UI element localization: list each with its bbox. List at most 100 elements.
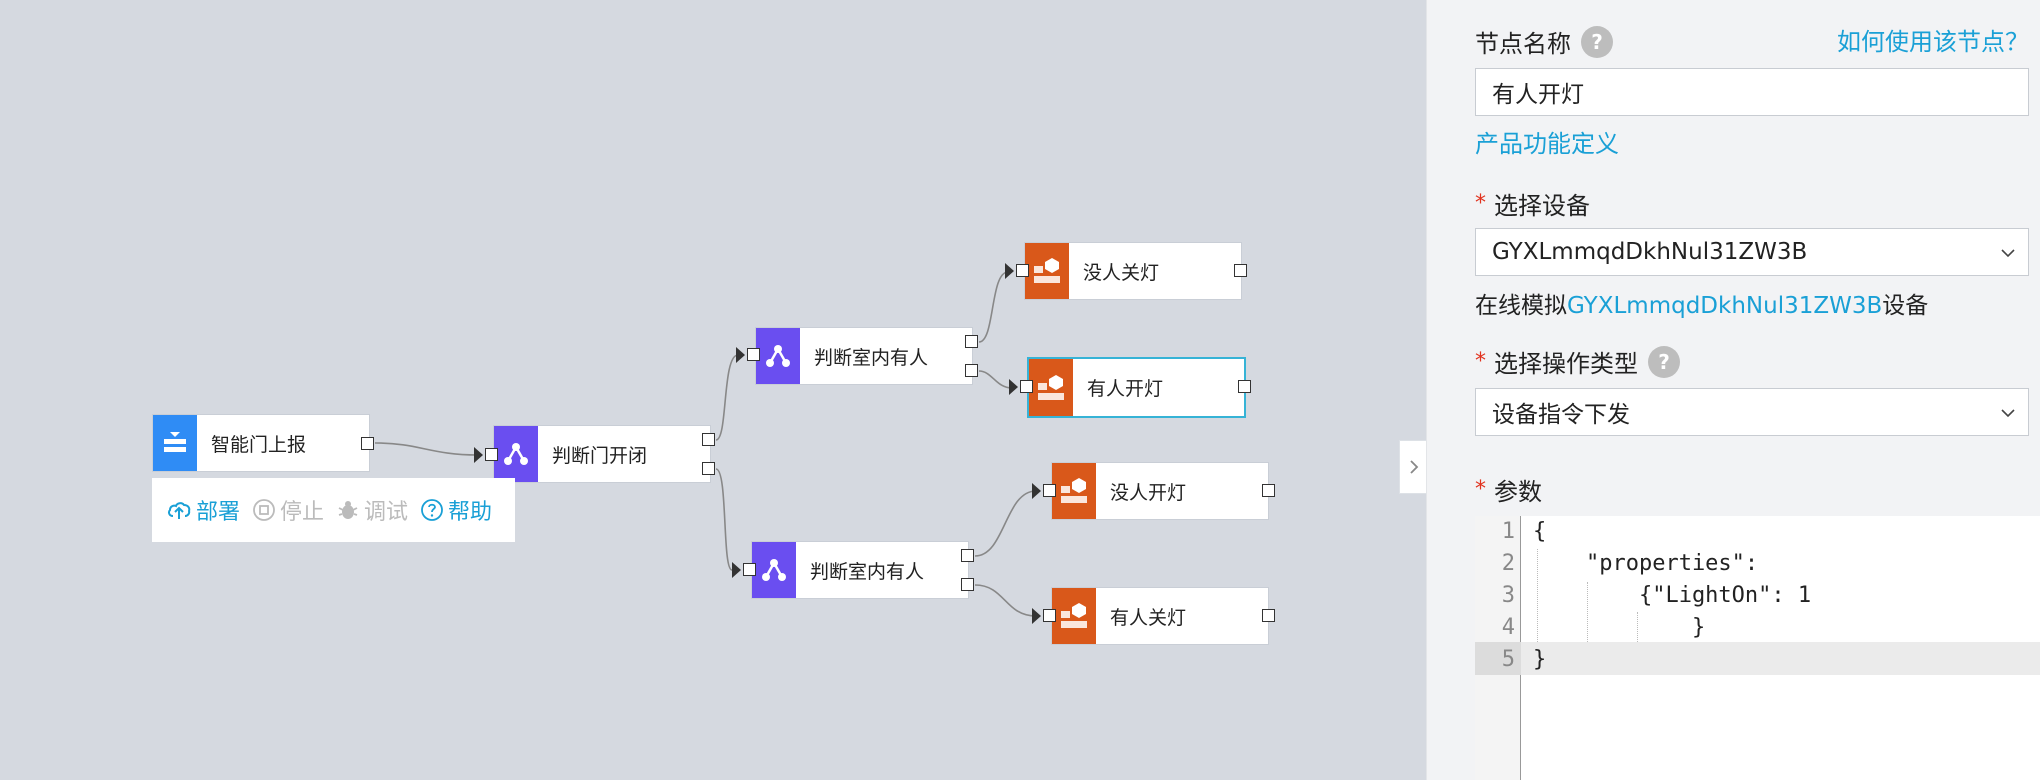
node-label: 有人关灯	[1110, 606, 1187, 629]
input-port[interactable]	[747, 348, 760, 361]
input-arrow	[1032, 608, 1041, 624]
output-port[interactable]	[1262, 609, 1275, 622]
input-arrow	[732, 562, 741, 578]
branch-icon	[752, 542, 796, 598]
code-line: }	[1533, 615, 1706, 640]
output-port[interactable]	[361, 437, 374, 450]
line-number: 1	[1501, 519, 1515, 544]
input-arrow	[736, 347, 745, 363]
output-port-false[interactable]	[961, 578, 974, 591]
input-port[interactable]	[485, 448, 498, 461]
code-line: }	[1533, 647, 1547, 672]
line-number: 4	[1501, 615, 1515, 640]
node-label: 有人开灯	[1087, 378, 1164, 400]
node-someone-light-on[interactable]: 有人开灯	[1027, 357, 1246, 418]
input-arrow	[1005, 263, 1014, 279]
output-port-true[interactable]	[965, 335, 978, 348]
node-label: 判断室内有人	[810, 560, 925, 583]
panel-collapse-button[interactable]	[1399, 440, 1427, 494]
device-icon	[1029, 359, 1073, 416]
node-judge-occupied-2[interactable]: 判断室内有人	[751, 541, 969, 599]
device-icon	[1052, 588, 1096, 644]
node-no-one-light-off[interactable]: 没人关灯	[1024, 242, 1242, 300]
help-label: 帮助	[448, 500, 493, 525]
input-port[interactable]	[1020, 380, 1033, 393]
node-no-one-light-on[interactable]: 没人开灯	[1051, 462, 1269, 520]
connection-wires	[374, 271, 1037, 617]
node-label: 没人开灯	[1110, 481, 1187, 504]
output-port-true[interactable]	[961, 549, 974, 562]
deploy-button[interactable]: 部署	[166, 494, 240, 526]
how-to-use-link[interactable]: 如何使用该节点？	[1837, 28, 2029, 56]
input-port[interactable]	[743, 563, 756, 576]
input-port[interactable]	[1043, 484, 1056, 497]
output-port-false[interactable]	[702, 462, 715, 475]
chevron-down-icon	[2001, 409, 2015, 418]
input-port[interactable]	[1016, 264, 1029, 277]
output-port[interactable]	[1238, 380, 1251, 393]
node-judge-occupied-1[interactable]: 判断室内有人	[755, 327, 973, 385]
indent-guide	[1587, 582, 1588, 642]
cloud-upload-icon	[168, 502, 191, 519]
flow-canvas[interactable]: 智能门上报 判断门开闭 判断室内有人 判断室内有人 没人关灯	[0, 0, 1426, 780]
node-name-label: 节点名称 ?	[1475, 24, 1613, 59]
node-label: 判断门开闭	[552, 444, 648, 467]
op-type-label: * 选择操作类型 ?	[1475, 344, 1680, 379]
stop-label: 停止	[280, 500, 325, 525]
params-label: * 参数	[1475, 477, 1542, 506]
branch-icon	[756, 328, 800, 384]
select-device-label: * 选择设备	[1475, 191, 1590, 220]
wire-n3-n5	[978, 271, 1009, 343]
wire-n2-n4	[715, 468, 733, 571]
chevron-down-icon	[2001, 249, 2015, 258]
active-line-gutter	[1475, 642, 1521, 675]
active-line	[1475, 642, 2040, 675]
debug-button[interactable]: 调试	[336, 494, 408, 526]
code-line: "properties":	[1533, 551, 1759, 576]
node-name-input[interactable]: 有人开灯	[1475, 68, 2029, 116]
help-icon[interactable]: ?	[1648, 345, 1680, 378]
output-port-false[interactable]	[965, 364, 978, 377]
line-number: 3	[1501, 583, 1515, 608]
node-label: 没人关灯	[1083, 261, 1160, 284]
node-label: 智能门上报	[211, 433, 307, 456]
bug-icon	[338, 501, 358, 519]
line-number: 2	[1501, 551, 1515, 576]
stop-button[interactable]: 停止	[252, 494, 324, 526]
wire-n4-n7	[974, 490, 1037, 557]
indent-guide	[1537, 549, 1538, 642]
wire-n1-n2	[374, 442, 479, 456]
online-simulate-text: 在线模拟GYXLmmqdDkhNul31ZW3B设备	[1475, 293, 1929, 319]
online-simulate-device-link[interactable]: GYXLmmqdDkhNul31ZW3B	[1567, 293, 1883, 319]
input-arrow	[1032, 483, 1041, 499]
help-button[interactable]: 帮助	[420, 494, 492, 526]
output-port[interactable]	[1234, 264, 1247, 277]
stop-icon	[253, 499, 275, 521]
branch-icon	[494, 426, 538, 482]
product-definition-link[interactable]: 产品功能定义	[1475, 130, 1619, 158]
help-icon	[421, 499, 443, 521]
line-number: 5	[1501, 647, 1515, 672]
device-icon	[1052, 463, 1096, 519]
indent-guide	[1637, 612, 1638, 642]
input-arrow	[1009, 379, 1018, 395]
params-code-editor[interactable]: 1 2 3 4 5 { "properties": {"LightOn": 1 …	[1475, 516, 2040, 780]
help-icon[interactable]: ?	[1581, 25, 1613, 58]
code-line: {	[1533, 519, 1547, 544]
input-arrow	[474, 447, 483, 463]
node-door-report[interactable]: 智能门上报	[152, 414, 370, 472]
node-judge-door[interactable]: 判断门开闭	[493, 425, 711, 483]
code-line: {"LightOn": 1	[1533, 583, 1812, 608]
upload-icon	[153, 415, 197, 471]
flow-toolbar: 部署 停止 调试 帮助	[152, 478, 515, 542]
output-port-true[interactable]	[702, 433, 715, 446]
input-port[interactable]	[1043, 609, 1056, 622]
op-type-select[interactable]: 设备指令下发	[1475, 388, 2029, 436]
deploy-label: 部署	[196, 500, 241, 525]
device-select[interactable]: GYXLmmqdDkhNul31ZW3B	[1475, 228, 2029, 276]
output-port[interactable]	[1262, 484, 1275, 497]
device-icon	[1025, 243, 1069, 299]
debug-label: 调试	[364, 500, 409, 525]
chevron-right-icon	[1409, 460, 1418, 474]
node-someone-light-off[interactable]: 有人关灯	[1051, 587, 1269, 645]
